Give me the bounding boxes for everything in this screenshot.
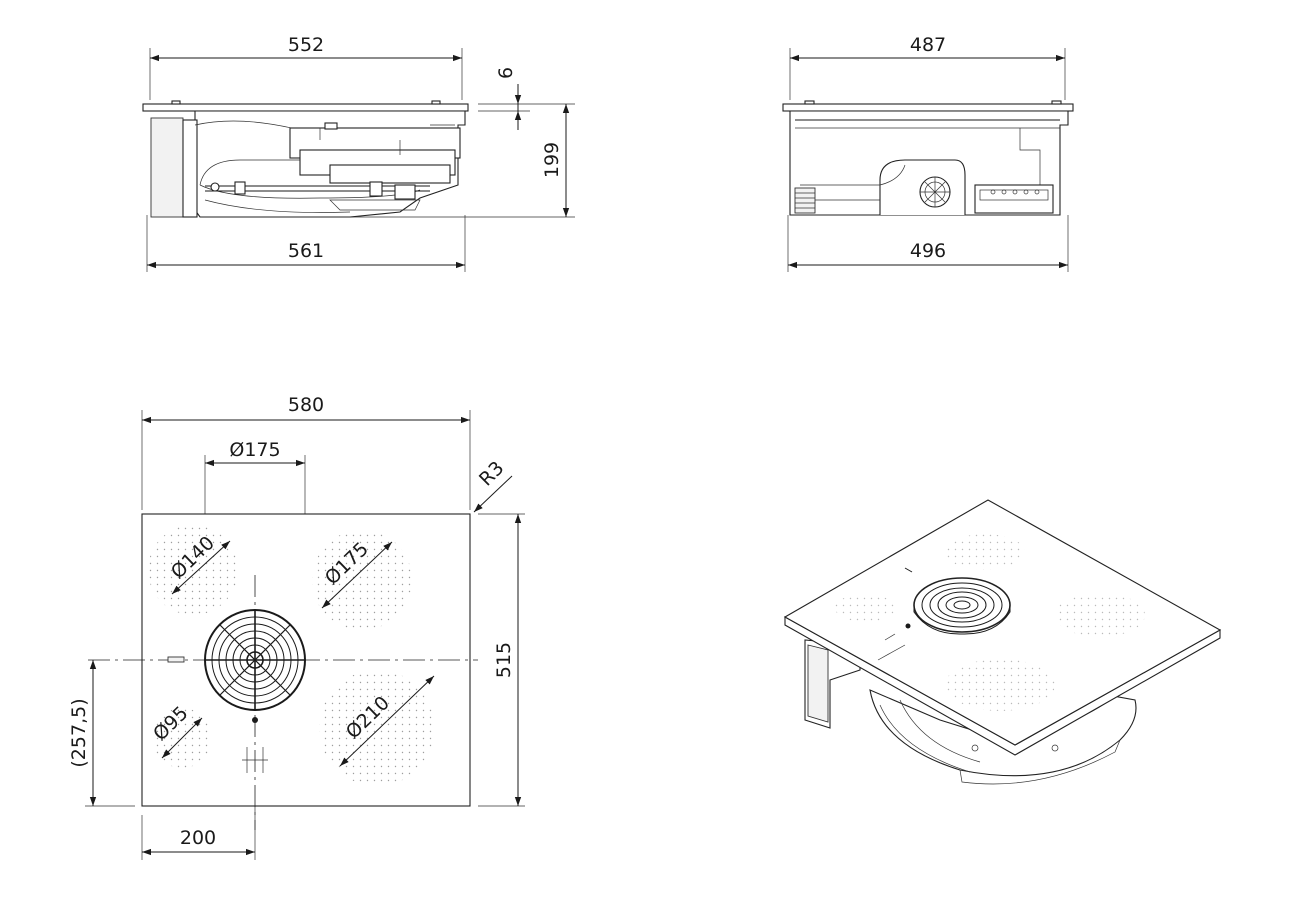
- dim-label-580: 580: [288, 394, 324, 416]
- dim-label-zone-top-center: Ø175: [229, 439, 280, 461]
- dim-label-515: 515: [493, 642, 515, 678]
- iso-extractor-grille: [913, 577, 1011, 635]
- iso-glass-top: [783, 499, 1222, 746]
- dim-label-corner-radius: R3: [475, 457, 508, 490]
- dim-label-6: 6: [495, 67, 517, 79]
- dim-label-496: 496: [910, 240, 946, 262]
- top-view: 580 Ø175 R3 515 (257,5) 200: [68, 394, 525, 860]
- dim-label-extractor-offset: 200: [180, 827, 216, 849]
- extractor-grille: [204, 609, 306, 711]
- isometric-view: [783, 499, 1222, 785]
- dim-line-zone-top-right: [321, 541, 393, 609]
- dim-label-552: 552: [288, 34, 324, 56]
- front-side-view: 552 561 6 199: [142, 34, 575, 272]
- back-side-view: 487 496: [782, 34, 1074, 272]
- dim-line-zone-bottom-right: [339, 675, 435, 767]
- dim-label-199: 199: [541, 142, 563, 178]
- dim-label-561: 561: [288, 240, 324, 262]
- zone-bottom-right: [319, 670, 435, 786]
- dim-label-center-offset: (257,5): [68, 698, 90, 767]
- dim-line-zone-bottom-left: [161, 717, 203, 759]
- dim-label-487: 487: [910, 34, 946, 56]
- dim-line-zone-top-left: [171, 540, 231, 595]
